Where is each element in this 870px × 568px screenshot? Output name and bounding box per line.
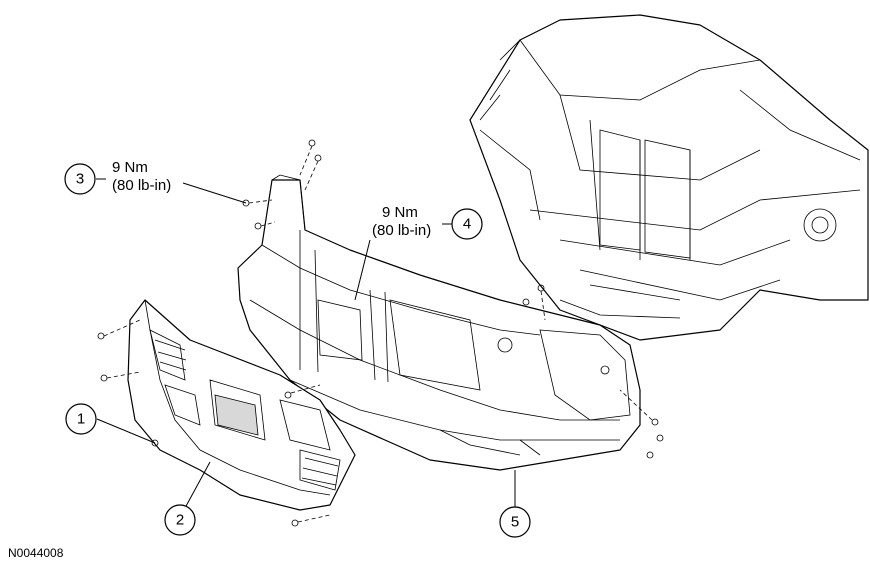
callout-3-torque-lbin: (80 lb-in) (112, 177, 171, 194)
callout-5: 5 (499, 470, 531, 538)
callout-2-number: 2 (176, 512, 184, 529)
callout-1: 1 (65, 403, 156, 444)
callout-4-torque-lbin: (80 lb-in) (372, 222, 431, 239)
callout-4-number: 4 (463, 216, 471, 233)
callout-4: 9 Nm (80 lb-in) 4 (354, 204, 483, 301)
vehicle-front-structure (469, 14, 869, 341)
callout-1-number: 1 (77, 411, 85, 428)
callout-3-number: 3 (76, 171, 84, 188)
grille (127, 299, 356, 511)
callout-2: 2 (164, 461, 211, 536)
callout-5-number: 5 (511, 514, 519, 531)
callout-3-torque-nm: 9 Nm (112, 159, 148, 176)
fasteners (97, 139, 664, 527)
figure-id: N0044008 (8, 546, 64, 560)
callout-3: 3 9 Nm (80 lb-in) (64, 159, 247, 204)
radiator-support-assembly (237, 174, 641, 471)
callout-4-torque-nm: 9 Nm (382, 204, 418, 221)
